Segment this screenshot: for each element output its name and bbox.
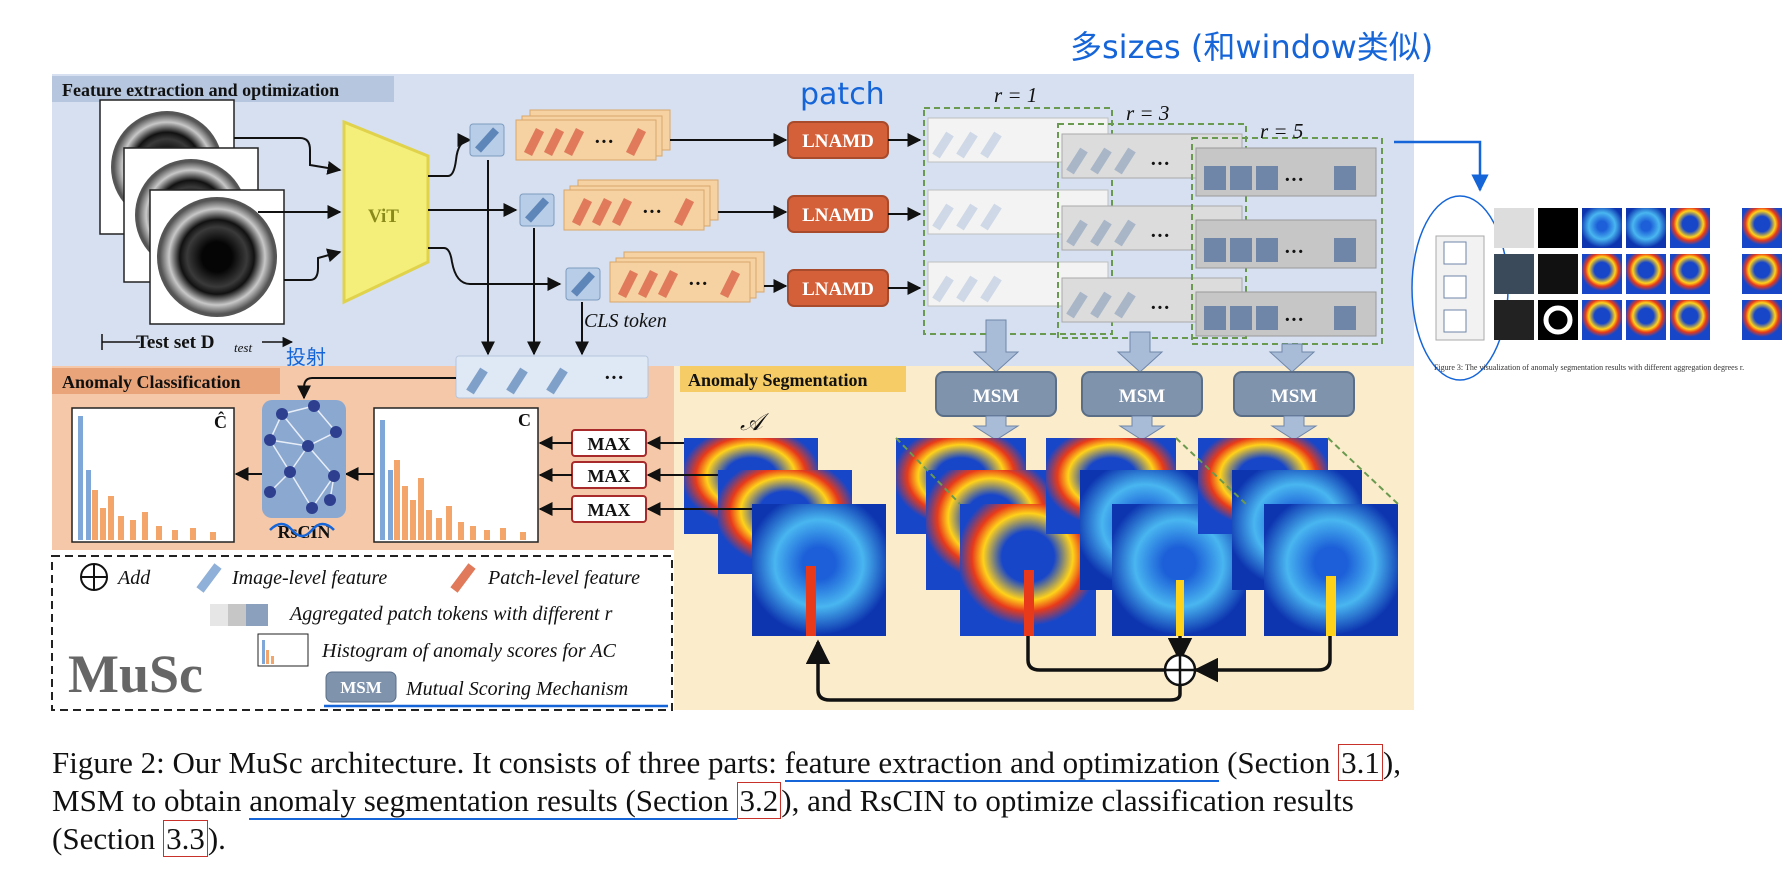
svg-text:MSM: MSM [1119, 386, 1166, 407]
legend-patch-feature: Patch-level feature [487, 567, 640, 589]
histogram-c-label: C [518, 410, 531, 430]
vit-label: ViT [368, 206, 399, 227]
legend-msm-tag: MSM [325, 671, 397, 703]
figure3-insert: Figure 3: The visualization of anomaly s… [1411, 195, 1782, 381]
seg-maps-r3 [1046, 438, 1246, 636]
lnamd-block-3: LNAMD [787, 269, 889, 307]
vit-block [342, 119, 430, 305]
feature-title-box [52, 76, 394, 102]
legend-patch-feature-icon [450, 563, 476, 593]
max-block-3: MAX [571, 495, 647, 523]
svg-text:···: ··· [1150, 153, 1170, 175]
legend-add-icon [80, 563, 108, 591]
musc-logo: MuSc [68, 644, 203, 704]
image-feature-tokens [469, 123, 601, 301]
svg-text:LNAMD: LNAMD [802, 279, 874, 300]
max-block-1: MAX [571, 429, 647, 457]
svg-text:LNAMD: LNAMD [802, 131, 874, 152]
aggregated-group-r5: ··· ··· ··· [1191, 137, 1383, 345]
test-set-subscript: test [234, 340, 252, 355]
handwritten-sizes: 多sizes (和window类似) [1070, 28, 1433, 66]
histogram-c [373, 407, 539, 543]
histogram-c-hat-label: Ĉ [214, 410, 227, 432]
cls-token-bar: ··· [455, 355, 649, 399]
svg-text:···: ··· [642, 201, 662, 223]
r-label-5: r = 5 [1260, 119, 1303, 143]
svg-text:LNAMD: LNAMD [802, 205, 874, 226]
svg-text:MSM: MSM [1271, 386, 1318, 407]
test-set-label: Test set D [136, 332, 214, 353]
svg-text:MAX: MAX [588, 500, 631, 520]
handwritten-note: 投射 [286, 345, 326, 369]
caption-part3: ), MSM to obtain [52, 745, 1401, 818]
add-node [1163, 653, 1197, 687]
caption-part5: ), and RsCIN to optimize classification … [52, 783, 1354, 856]
ref-section-3-2[interactable]: 3.2 [736, 782, 782, 819]
svg-text:Figure 3: The visualization of: Figure 3: The visualization of anomaly s… [1434, 363, 1744, 372]
svg-text:MAX: MAX [588, 434, 631, 454]
seg-maps-r5 [1198, 438, 1398, 636]
legend-aggregated-icon [210, 604, 268, 626]
caption-part4: anomaly segmentation results (Section [249, 783, 737, 820]
svg-text:···: ··· [1150, 297, 1170, 319]
legend-histogram-icon [257, 633, 309, 667]
segmentation-title-box [680, 366, 906, 392]
svg-text:···: ··· [594, 131, 614, 153]
patch-token-stack-2: ··· [563, 179, 719, 231]
lnamd-block-1: LNAMD [787, 121, 889, 159]
classification-title-box [52, 368, 280, 394]
svg-text:MAX: MAX [588, 466, 631, 486]
segmentation-section-title: Anomaly Segmentation [688, 370, 868, 390]
r-label-3: r = 3 [1126, 101, 1169, 125]
svg-text:MSM: MSM [340, 678, 382, 697]
patch-token-stack-3: ··· [609, 251, 765, 303]
handwritten-patch: patch [800, 77, 885, 112]
caption-part6: ). [207, 821, 226, 856]
svg-text:MSM: MSM [973, 386, 1020, 407]
caption-prefix: Figure 2: Our MuSc architecture. It cons… [52, 745, 785, 780]
ref-section-3-3[interactable]: 3.3 [163, 820, 208, 857]
anomaly-maps-a [684, 438, 886, 636]
feature-section-title: Feature extraction and optimization [62, 80, 339, 100]
msm-block-2: MSM [1081, 371, 1203, 417]
patch-token-stack-1: ··· [515, 109, 671, 161]
cls-token-label: CLS token [584, 310, 667, 332]
lnamd-block-2: LNAMD [787, 195, 889, 233]
histogram-c-hat [71, 407, 235, 543]
legend-msm: Mutual Scoring Mechanism [405, 678, 628, 700]
svg-text:···: ··· [1150, 225, 1170, 247]
legend-add: Add [116, 567, 151, 589]
msm-block-3: MSM [1233, 371, 1355, 417]
svg-text:···: ··· [1284, 169, 1304, 191]
seg-maps-r1 [896, 438, 1096, 636]
rscin-graph [262, 400, 346, 518]
svg-text:···: ··· [604, 367, 624, 389]
r-label-1: r = 1 [994, 83, 1037, 107]
svg-text:···: ··· [1284, 241, 1304, 263]
classification-section-title: Anomaly Classification [62, 372, 241, 392]
rscin-underline [269, 522, 335, 538]
legend-histogram: Histogram of anomaly scores for AC [321, 640, 617, 662]
svg-text:···: ··· [688, 273, 708, 295]
legend-aggregated: Aggregated patch tokens with different r [288, 603, 613, 625]
figure-caption: Figure 2: Our MuSc architecture. It cons… [52, 744, 1422, 858]
max-block-2: MAX [571, 461, 647, 489]
legend-image-feature: Image-level feature [231, 567, 387, 589]
caption-part1: feature extraction and optimization [784, 745, 1220, 782]
legend-image-feature-icon [196, 563, 222, 593]
ref-section-3-1[interactable]: 3.1 [1338, 744, 1383, 781]
caption-part2: (Section [1219, 745, 1339, 780]
handwritten-arrow [1394, 140, 1489, 192]
msm-block-1: MSM [935, 371, 1057, 417]
svg-text:···: ··· [1284, 309, 1304, 331]
test-images [99, 99, 285, 325]
